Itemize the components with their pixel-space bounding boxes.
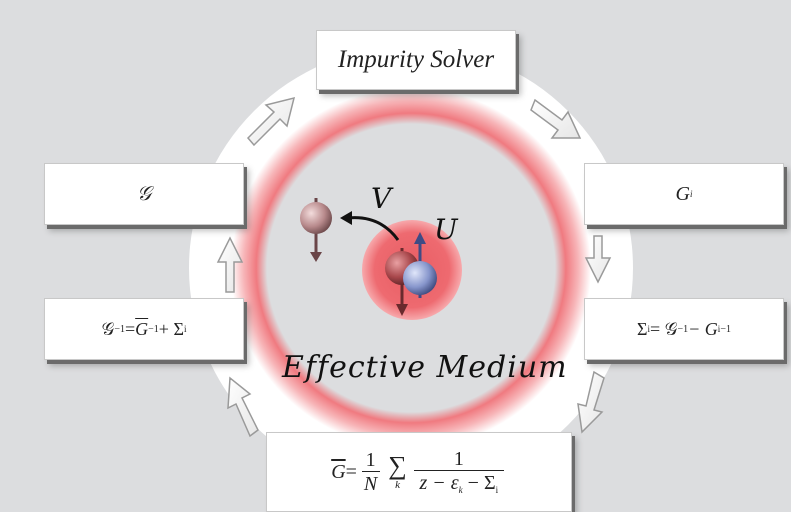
lattice-frac-main: 1 z − εk − Σi — [413, 448, 504, 496]
lattice-sum-symbol: ∑ — [388, 451, 407, 480]
lattice-frac2-num: 1 — [413, 448, 504, 472]
lattice-frac1-den: N — [363, 472, 378, 495]
lattice-frac2-den-a: z − ε — [419, 472, 459, 495]
lattice-equals: = — [345, 460, 357, 483]
impurity-spin-down-icon — [396, 304, 408, 316]
hopping-label: V — [371, 182, 392, 215]
self-energy-sub2: i — [717, 324, 721, 334]
local-greens-function-subscript: i — [689, 189, 693, 199]
hopping-arrow-icon — [347, 216, 400, 241]
weiss-field-symbol: 𝒢 — [136, 182, 152, 205]
dyson-eq-weiss: 𝒢 — [101, 318, 115, 339]
impurity-electron-up-icon — [403, 261, 437, 295]
bath-electron-icon — [300, 202, 332, 234]
arrow-to-bottom-icon — [577, 370, 605, 434]
dyson-eq-equals: = — [125, 318, 136, 339]
self-energy-g: − G — [688, 318, 718, 339]
dyson-eq-sup1: −1 — [114, 323, 125, 335]
lattice-frac2-den: z − εk − Σi — [416, 471, 503, 496]
weiss-field-box: 𝒢 — [44, 163, 244, 225]
lattice-sum: ∑ k — [388, 451, 407, 492]
impurity-spin-up-icon — [414, 232, 426, 244]
interaction-label: U — [434, 213, 458, 246]
dyson-eq-sup2: −1 — [148, 323, 159, 335]
arrow-from-solver-icon — [530, 98, 582, 139]
arrow-down-right-icon — [584, 235, 612, 284]
lattice-frac2-den-sub2: i — [495, 485, 499, 496]
lattice-sum-index: k — [395, 479, 400, 491]
lattice-frac1-num: 1 — [361, 449, 380, 472]
local-greens-function-symbol: G — [675, 182, 690, 205]
arrow-to-solver-icon — [246, 96, 296, 147]
self-energy-sub1: i — [647, 324, 651, 334]
effective-medium-label: Effective Medium — [282, 350, 568, 385]
dyson-eq-gbar: G — [135, 318, 149, 339]
dyson-eq-sub: i — [183, 324, 187, 334]
impurity-solver-label: Impurity Solver — [337, 46, 495, 73]
lattice-greens-function-box: G = 1 N ∑ k 1 z − εk − Σi — [266, 432, 572, 512]
arrow-up-left-icon — [216, 236, 244, 293]
impurity-solver-box: Impurity Solver — [316, 30, 516, 90]
self-energy-sup2: −1 — [720, 323, 731, 335]
cycle-arrows — [216, 96, 612, 438]
lattice-g-bar: G — [331, 460, 346, 483]
self-energy-sup1: −1 — [677, 323, 689, 335]
dyson-eq-sigma: + Σ — [158, 318, 184, 339]
hopping-arrowhead-icon — [340, 211, 352, 225]
lattice-frac2-den-sub: k — [458, 485, 463, 496]
self-energy-sigma: Σ — [637, 318, 648, 339]
arrow-from-bottom-icon — [227, 376, 259, 438]
bath-spin-down-icon — [310, 252, 322, 262]
lattice-frac2-den-b: − Σ — [462, 472, 496, 495]
lattice-frac-1overN: 1 N — [360, 449, 381, 496]
self-energy-weiss: = 𝒢 — [650, 318, 678, 339]
